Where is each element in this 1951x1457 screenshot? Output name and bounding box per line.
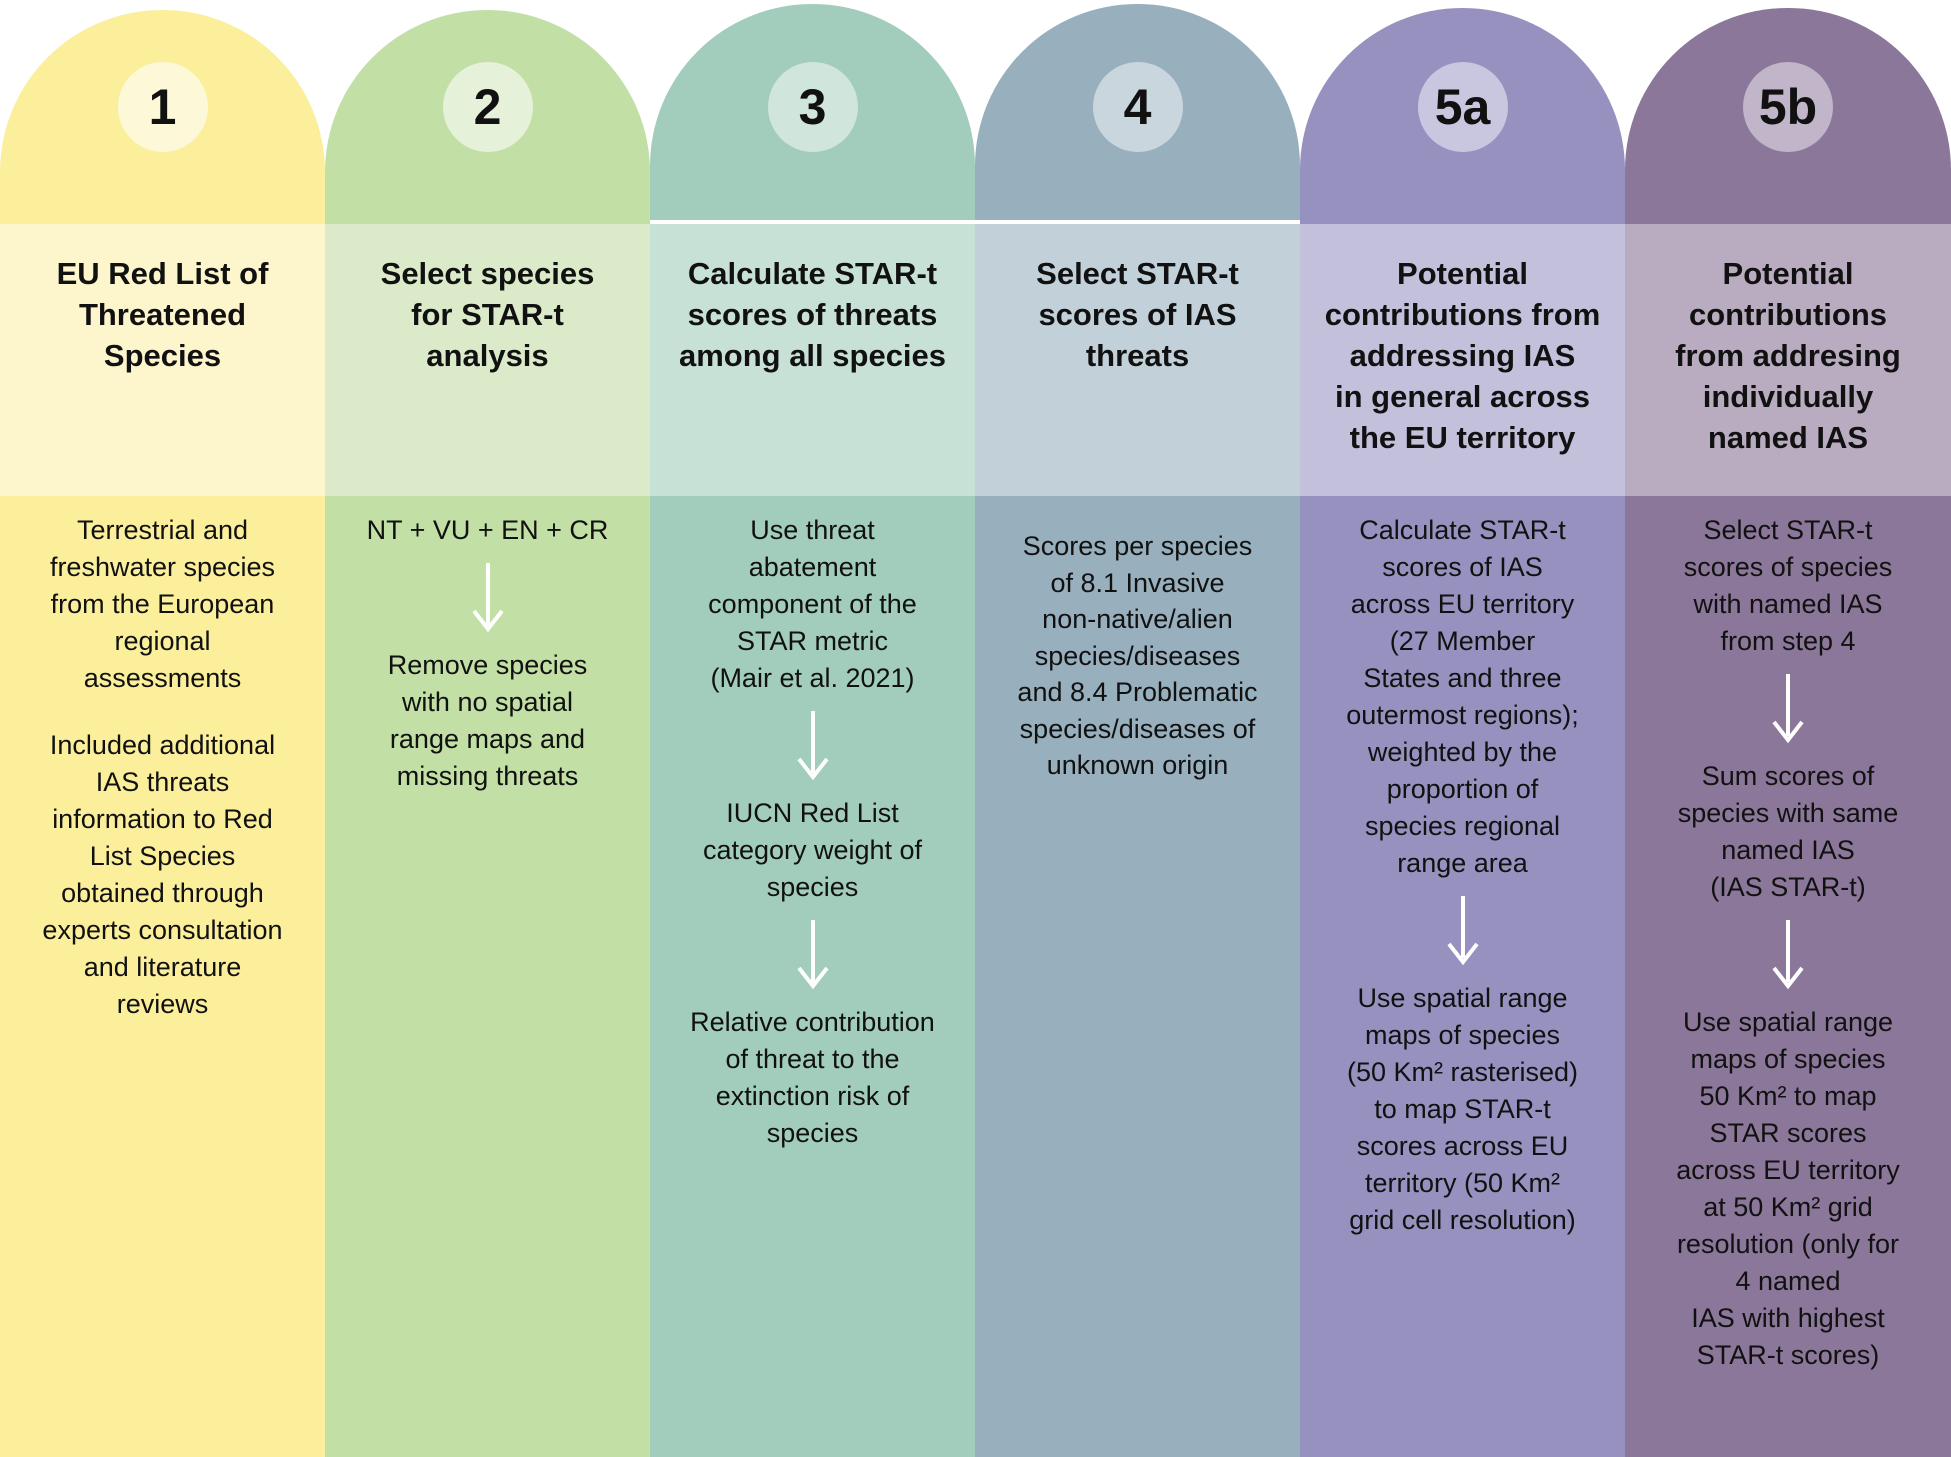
column-step-5b: 5b Potential contributions from addresin… <box>1625 0 1951 1457</box>
step-text-block: Relative contribution of threat to the e… <box>690 1007 935 1148</box>
column-body: Use threat abatement component of the ST… <box>650 496 975 1457</box>
column-body: NT + VU + EN + CR Remove species with no… <box>325 496 650 1457</box>
step-text-block: IUCN Red List category weight of species <box>702 798 923 902</box>
step-number-badge: 4 <box>1092 62 1183 152</box>
step-number-badge: 5b <box>1743 62 1833 152</box>
column-title-band: Potential contributions from addresing i… <box>1625 224 1951 496</box>
down-arrow-icon <box>1772 674 1804 744</box>
column-body: Calculate STAR-t scores of IAS across EU… <box>1300 496 1625 1457</box>
column-body: Terrestrial and freshwater species from … <box>0 496 325 1457</box>
column-body: Select STAR-t scores of species with nam… <box>1625 496 1951 1457</box>
step-text-block: Scores per species of 8.1 Invasive non-n… <box>1017 531 1258 780</box>
column-step-4: 4 Select STAR-t scores of IAS threats Sc… <box>975 0 1300 1457</box>
step-number-badge: 3 <box>767 62 858 152</box>
column-title-band: EU Red List of Threatened Species <box>0 224 325 496</box>
step-text-block: Sum scores of species with same named IA… <box>1677 761 1899 902</box>
down-arrow-icon <box>1772 920 1804 990</box>
column-title: Calculate STAR-t scores of threats among… <box>678 256 947 373</box>
step-text-block: Included additional IAS threats informat… <box>42 730 283 1019</box>
step-number-badge: 5a <box>1417 62 1508 152</box>
column-title: Potential contributions from addressing … <box>1324 256 1601 455</box>
down-arrow-icon <box>796 711 829 781</box>
column-title: Select STAR-t scores of IAS threats <box>1036 256 1239 373</box>
column-step-5a: 5a Potential contributions from addressi… <box>1300 0 1625 1457</box>
column-title: Select species for STAR-t analysis <box>380 256 595 373</box>
column-title-band: Select species for STAR-t analysis <box>325 224 650 496</box>
step-text-block: Use spatial range maps of species (50 Km… <box>1346 983 1579 1235</box>
down-arrow-icon <box>471 563 504 633</box>
column-title-band: Potential contributions from addressing … <box>1300 224 1625 496</box>
down-arrow-icon <box>1446 896 1479 966</box>
down-arrow-icon <box>796 920 829 990</box>
column-title: EU Red List of Threatened Species <box>56 256 269 373</box>
step-text-block: Terrestrial and freshwater species from … <box>49 515 276 693</box>
column-title: Potential contributions from addresing i… <box>1675 256 1901 455</box>
column-step-3: 3 Calculate STAR-t scores of threats amo… <box>650 0 975 1457</box>
column-step-2: 2 Select species for STAR-t analysis NT … <box>325 0 650 1457</box>
column-title-band: Calculate STAR-t scores of threats among… <box>650 224 975 496</box>
step-text-block: NT + VU + EN + CR <box>366 515 609 545</box>
column-body: Scores per species of 8.1 Invasive non-n… <box>975 496 1300 1457</box>
step-text-block: Use threat abatement component of the ST… <box>708 515 917 693</box>
step-number-badge: 1 <box>117 62 208 152</box>
step-text-block: Select STAR-t scores of species with nam… <box>1683 515 1893 656</box>
step-number-badge: 2 <box>442 62 533 152</box>
column-title-band: Select STAR-t scores of IAS threats <box>975 224 1300 496</box>
step-text-block: Calculate STAR-t scores of IAS across EU… <box>1346 515 1579 878</box>
step-text-block: Use spatial range maps of species 50 Km²… <box>1676 1007 1900 1370</box>
step-text-block: Remove species with no spatial range map… <box>387 650 588 791</box>
column-step-1: 1 EU Red List of Threatened Species Terr… <box>0 0 325 1457</box>
